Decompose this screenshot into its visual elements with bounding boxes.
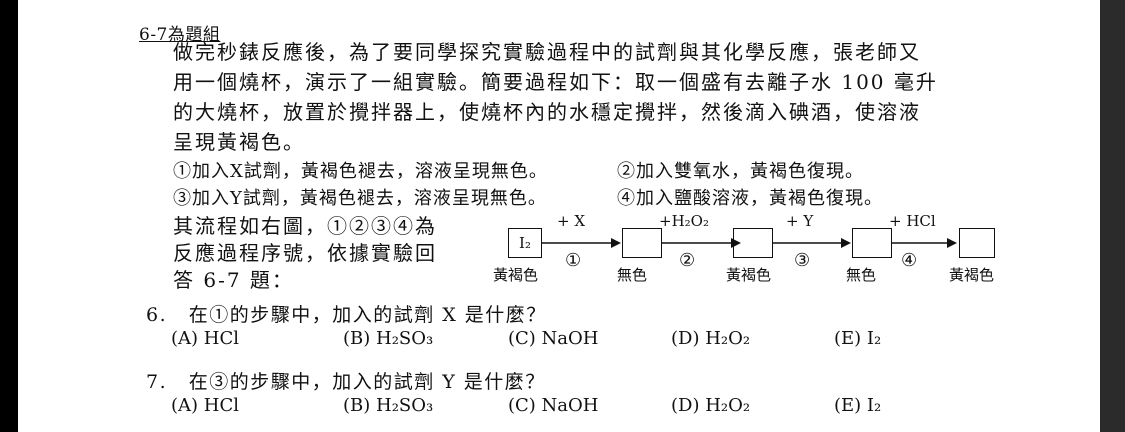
option-e[interactable]: (E) I₂ [834, 395, 882, 416]
option-d[interactable]: (D) H₂O₂ [671, 395, 751, 416]
option-c[interactable]: (C) NaOH [508, 328, 599, 349]
flow-color-label: 無色 [846, 266, 877, 284]
problem-paragraph: 做完秒錶反應後，為了要同學探究實驗過程中的試劑與其化學反應，張老師又 用一個燒杯… [173, 37, 1003, 157]
flow-color-label: 黃褐色 [949, 266, 995, 284]
flow-reagent: + X [557, 212, 586, 230]
option-b[interactable]: (B) H₂SO₃ [343, 395, 434, 416]
step-1: ①加入X試劑，黃褐色褪去，溶液呈現無色。 [173, 161, 548, 182]
step-2: ②加入雙氧水，黃褐色復現。 [617, 161, 864, 182]
step-3: ③加入Y試劑，黃褐色褪去，溶液呈現無色。 [173, 188, 547, 209]
group-title: 6-7為題組 [139, 25, 221, 45]
scroll-edge [1100, 0, 1125, 432]
option-c[interactable]: (C) NaOH [508, 395, 599, 416]
flow-color-label: 黃褐色 [493, 266, 539, 284]
document-page: 6-7為題組 做完秒錶反應後，為了要同學探究實驗過程中的試劑與其化學反應，張老師… [18, 0, 1100, 432]
flow-diagram: I₂ + X +H₂O₂ + Y + HCl ① ② ③ ④ 黃褐色 無色 黃褐… [473, 212, 1013, 298]
paragraph-line: 用一個燒杯，演示了一組實驗。簡要過程如下：取一個盛有去離子水 100 毫升 [173, 70, 938, 94]
question-text: 在①的步驟中，加入的試劑 X 是什麼？ [188, 304, 547, 326]
flow-box [622, 228, 662, 258]
option-a[interactable]: (A) HCl [171, 328, 239, 349]
paragraph-line: 的大燒杯，放置於攪拌器上，使燒杯內的水穩定攪拌，然後滴入碘酒，使溶液 [173, 100, 921, 124]
flow-step-number: ④ [901, 250, 918, 271]
option-a[interactable]: (A) HCl [171, 395, 239, 416]
question-7: 7. 在③的步驟中，加入的試劑 Y 是什麼？ [146, 367, 546, 394]
flow-step-number: ② [679, 250, 696, 271]
option-b[interactable]: (B) H₂SO₃ [343, 328, 434, 349]
flow-reagent: + HCl [889, 212, 936, 230]
flow-box [959, 228, 995, 258]
flow-color-label: 黃褐色 [726, 266, 772, 284]
flow-color-label: 無色 [617, 266, 648, 284]
flow-step-number: ① [565, 250, 582, 271]
flow-box [852, 228, 892, 258]
flow-step-number: ③ [794, 250, 811, 271]
question-6: 6. 在①的步驟中，加入的試劑 X 是什麼？ [146, 300, 547, 327]
question-number: 6. [146, 304, 168, 326]
intro-line: 其流程如右圖，①②③④為 [173, 214, 437, 238]
flow-box-start: I₂ [508, 228, 542, 258]
flow-reagent: +H₂O₂ [659, 212, 709, 230]
intro-line: 反應過程序號，依據實驗回 [173, 241, 437, 265]
question-text: 在③的步驟中，加入的試劑 Y 是什麼？ [188, 371, 546, 393]
intro-line: 答 6-7 題： [173, 268, 294, 292]
flow-reagent: + Y [786, 212, 814, 230]
option-d[interactable]: (D) H₂O₂ [671, 328, 751, 349]
paragraph-line: 呈現黃褐色。 [173, 130, 305, 154]
flow-intro: 其流程如右圖，①②③④為 反應過程序號，依據實驗回 答 6-7 題： [173, 213, 473, 294]
flow-arrows [542, 238, 957, 248]
option-e[interactable]: (E) I₂ [834, 328, 882, 349]
paragraph-line: 做完秒錶反應後，為了要同學探究實驗過程中的試劑與其化學反應，張老師又 [173, 40, 921, 64]
flow-box [733, 228, 773, 258]
step-4: ④加入鹽酸溶液，黃褐色復現。 [617, 188, 883, 209]
question-number: 7. [146, 371, 168, 393]
